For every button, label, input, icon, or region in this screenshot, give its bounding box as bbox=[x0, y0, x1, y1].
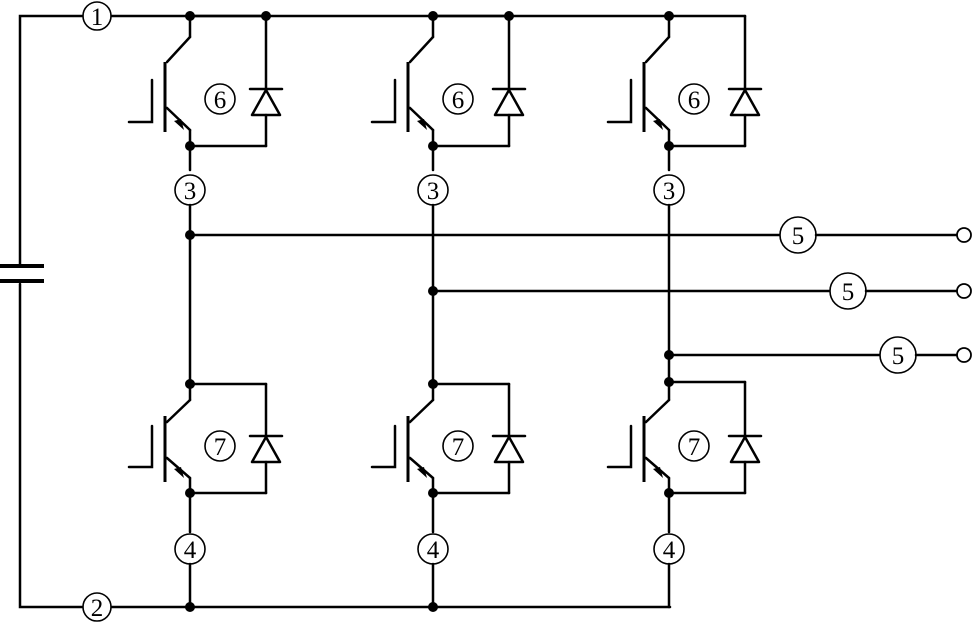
lower-switch-label-2: 7 bbox=[442, 430, 474, 462]
dc-positive-label-text: 1 bbox=[91, 4, 104, 31]
dc-positive-terminal-label: 1 bbox=[82, 1, 112, 31]
upper-switch-label-text: 6 bbox=[452, 87, 465, 114]
dc-link-capacitor bbox=[0, 264, 44, 283]
lower-node-label-text: 4 bbox=[184, 537, 197, 564]
lower-freewheel-diode-3 bbox=[667, 380, 763, 495]
lower-node-label-text: 4 bbox=[663, 537, 676, 564]
junction-dot bbox=[504, 11, 514, 21]
ac-output-terminal-2 bbox=[956, 283, 972, 299]
junction-dot bbox=[664, 488, 674, 498]
lower-igbt-1 bbox=[127, 382, 192, 534]
dc-negative-label-text: 2 bbox=[91, 595, 104, 622]
upper-node-label-text: 3 bbox=[184, 178, 197, 205]
lower-switch-label-3: 7 bbox=[678, 430, 710, 462]
junction-dot bbox=[428, 141, 438, 151]
ac-output-2: 5 bbox=[431, 272, 972, 310]
lower-freewheel-diode-2 bbox=[431, 382, 527, 495]
phase-leg-2: 6 3 5 bbox=[370, 11, 972, 609]
lower-switch-label-text: 7 bbox=[688, 434, 701, 461]
upper-switch-label-2: 6 bbox=[442, 83, 474, 115]
dc-bus: 1 2 bbox=[0, 1, 674, 622]
junction-dot bbox=[664, 141, 674, 151]
junction-dot bbox=[261, 11, 271, 21]
upper-freewheel-diode-3 bbox=[667, 14, 763, 148]
dc-negative-terminal-label: 2 bbox=[82, 592, 112, 622]
upper-node-label-3: 3 bbox=[653, 174, 685, 206]
phase-leg-3: 6 3 5 bbox=[606, 14, 972, 609]
lower-switch-label-1: 7 bbox=[204, 430, 236, 462]
lower-node-label-text: 4 bbox=[427, 537, 440, 564]
lower-igbt-2 bbox=[370, 382, 435, 534]
lower-node-label-2: 4 bbox=[417, 533, 449, 565]
upper-switch-label-1: 6 bbox=[204, 83, 236, 115]
junction-dot bbox=[185, 141, 195, 151]
junction-dot bbox=[185, 488, 195, 498]
upper-node-label-2: 3 bbox=[417, 174, 449, 206]
junction-dot bbox=[428, 488, 438, 498]
ac-output-label-text: 5 bbox=[892, 343, 905, 370]
lower-freewheel-diode-1 bbox=[188, 382, 284, 495]
ac-output-1: 5 bbox=[188, 216, 972, 254]
upper-freewheel-diode-2 bbox=[431, 14, 527, 148]
upper-switch-label-text: 6 bbox=[214, 87, 227, 114]
upper-node-label-text: 3 bbox=[427, 178, 440, 205]
upper-igbt-1 bbox=[127, 14, 192, 172]
lower-switch-label-text: 7 bbox=[214, 434, 227, 461]
ac-output-terminal-1 bbox=[956, 227, 972, 243]
upper-node-label-text: 3 bbox=[663, 178, 676, 205]
ac-output-label-text: 5 bbox=[792, 223, 805, 250]
upper-switch-label-3: 6 bbox=[678, 83, 710, 115]
lower-switch-label-text: 7 bbox=[452, 434, 465, 461]
upper-node-label-1: 3 bbox=[174, 174, 206, 206]
upper-igbt-3 bbox=[606, 14, 671, 172]
lower-node-label-1: 4 bbox=[174, 533, 206, 565]
ac-output-terminal-3 bbox=[956, 347, 972, 363]
dc-bus-left-bottom-wire bbox=[18, 282, 85, 609]
phase-leg-1: 6 3 5 bbox=[127, 11, 972, 609]
dc-bus-left-top-wire bbox=[18, 14, 85, 266]
lower-node-label-3: 4 bbox=[653, 533, 685, 565]
upper-switch-label-text: 6 bbox=[688, 87, 701, 114]
upper-igbt-2 bbox=[370, 14, 435, 172]
ac-output-label-text: 5 bbox=[842, 279, 855, 306]
lower-igbt-3 bbox=[606, 380, 671, 534]
upper-freewheel-diode-1 bbox=[188, 14, 284, 148]
ac-output-3: 5 bbox=[667, 336, 972, 374]
